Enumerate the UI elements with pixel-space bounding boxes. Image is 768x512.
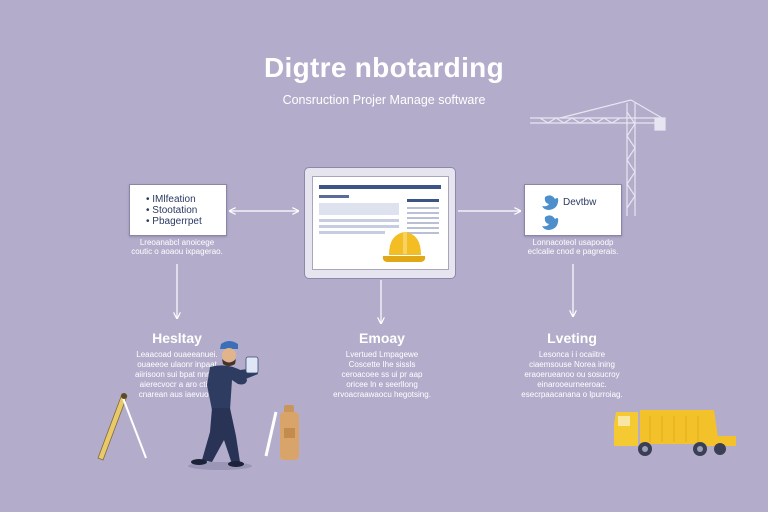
left-card-item: • IMlfeation [146, 194, 196, 205]
bird-icon [542, 195, 559, 230]
left-column-text: Leaacoad ouaeeanuei. ouaeeoe ulaonr inpa… [134, 350, 220, 399]
hard-hat-icon [382, 232, 426, 262]
tablet-device [304, 167, 456, 279]
left-column-title: Hesltay [152, 330, 202, 346]
right-column-text: Lesonca i i ocaiitre ciaemsouse Norea in… [521, 350, 623, 399]
dashboard-mockup [319, 185, 441, 234]
right-card-caption: Lonnacoteol usapoodp eclcalie cnod e pag… [527, 238, 619, 256]
center-column-text: Lvertued Lmpagewe Coscette Ihe sissls ce… [333, 350, 431, 399]
left-info-card: • IMlfeation • Stootation • Pbagerrpet [129, 184, 227, 236]
page-title: Digtre nbotarding [264, 52, 504, 83]
page-subtitle: Consruction Projer Manage software [282, 93, 486, 107]
left-card-caption: Lreoanabcl anoicege coutic o aoaou ixpag… [131, 238, 223, 256]
left-card-list: • IMlfeation • Stootation • Pbagerrpet [146, 194, 202, 227]
right-card-label: Devtbw [563, 197, 597, 208]
tablet-screen [312, 176, 449, 270]
left-card-item: • Pbagerrpet [146, 216, 202, 227]
left-card-item: • Stootation [146, 205, 198, 216]
right-info-card: Devtbw [524, 184, 622, 236]
right-column-title: Lveting [547, 330, 597, 346]
crane-icon [530, 99, 666, 216]
center-column-title: Emoay [359, 330, 405, 346]
